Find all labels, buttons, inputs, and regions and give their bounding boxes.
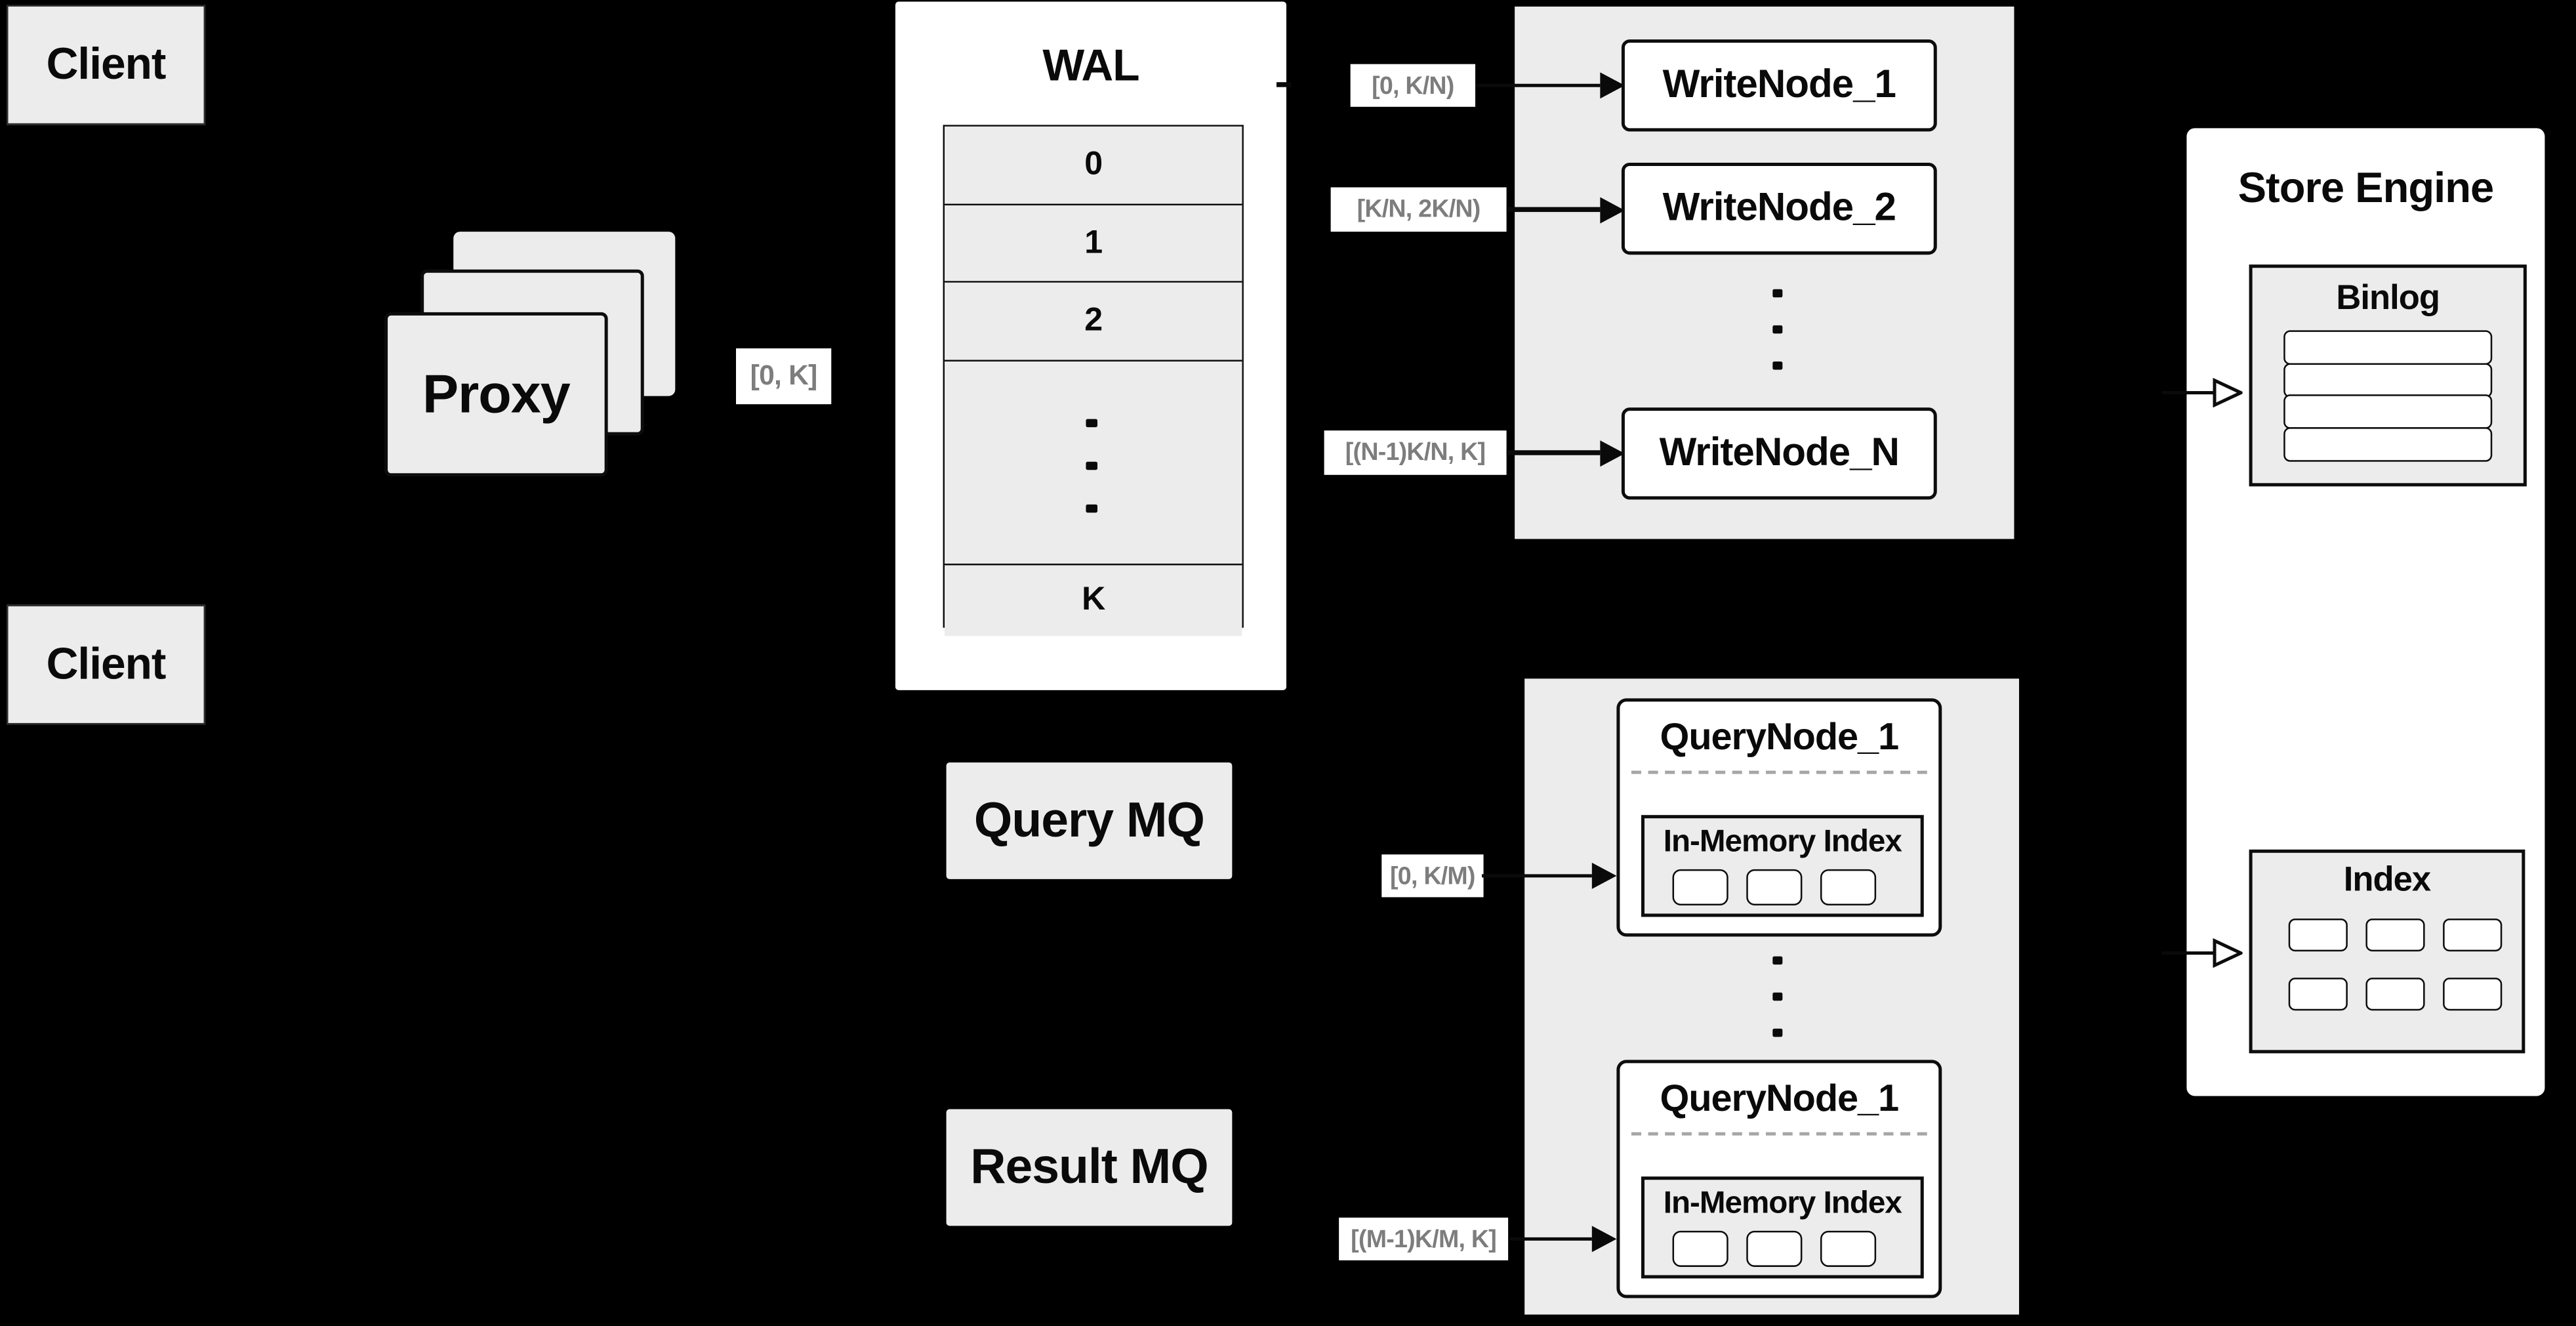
store-arrow-index-line (2161, 951, 2217, 955)
binlog-box: Binlog (2249, 264, 2527, 487)
query-mq-node: Query MQ (946, 762, 1233, 879)
memory-cell (1672, 1230, 1728, 1267)
query-ellipsis-dot (1772, 956, 1783, 965)
wal-segment-row-k: K (945, 565, 1242, 636)
query-arrow-1-head (1591, 862, 1617, 889)
wal-segment-row-1: 1 (945, 205, 1242, 283)
query-node-1-box: QueryNode_1 In-Memory Index (1616, 698, 1942, 937)
in-memory-index-title-2: In-Memory Index (1663, 1186, 1902, 1221)
query-node-1-title: QueryNode_1 (1660, 714, 1900, 757)
query-node-2-title: QueryNode_1 (1660, 1075, 1900, 1119)
write-arrow-1-head (1600, 72, 1625, 99)
client-top-node: Client (7, 5, 206, 125)
write-arrow-2-line (1506, 207, 1601, 212)
query-mq-label: Query MQ (973, 793, 1205, 848)
client-bottom-label: Client (46, 639, 167, 689)
write-range-chip-3: [(N-1)K/N, K] (1324, 430, 1507, 475)
binlog-title: Binlog (2336, 279, 2440, 318)
proxy-range-label: [0, K] (750, 360, 818, 392)
index-box: Index (2249, 849, 2525, 1054)
write-arrow-3-head (1600, 439, 1625, 466)
query-range-chip-2: [(M-1)K/M, K] (1339, 1217, 1509, 1260)
memory-cell (1820, 869, 1877, 905)
wal-out-tick (1276, 82, 1292, 87)
store-engine-title: Store Engine (2238, 161, 2495, 211)
store-arrow-binlog-line (2161, 390, 2217, 395)
query-node-2-divider (1631, 1132, 1927, 1136)
binlog-row (2283, 426, 2493, 461)
binlog-row (2283, 363, 2493, 398)
write-ellipsis-dot (1772, 325, 1783, 334)
store-arrow-index-head (2213, 938, 2243, 968)
index-cell (2288, 918, 2348, 952)
wal-segment-row-2: 2 (945, 282, 1242, 362)
memory-cell (1746, 1230, 1803, 1267)
index-cell (2288, 978, 2348, 1011)
write-range-chip-2: [K/N, 2K/N) (1330, 187, 1507, 232)
write-arrow-3-line (1506, 450, 1601, 455)
write-node-2: WriteNode_2 (1621, 162, 1937, 255)
write-ellipsis-dot (1772, 289, 1783, 298)
in-memory-index-title-1: In-Memory Index (1663, 825, 1902, 860)
index-cell (2443, 978, 2503, 1011)
binlog-row (2283, 331, 2493, 366)
index-cell (2365, 918, 2425, 952)
query-ellipsis (1772, 956, 1783, 1037)
client-bottom-node: Client (7, 604, 206, 725)
wal-segment-table: 0 1 2 K (943, 125, 1244, 636)
wal-ellipsis-dot (1086, 504, 1097, 513)
wal-segment-row-0: 0 (945, 126, 1242, 206)
wal-ellipsis-row (945, 361, 1242, 566)
query-arrow-2-head (1591, 1226, 1617, 1253)
query-ellipsis-dot (1772, 1028, 1783, 1037)
index-cell (2365, 978, 2425, 1011)
proxy-label: Proxy (422, 363, 571, 425)
in-memory-index-box-1: In-Memory Index (1641, 815, 1924, 917)
memory-cell (1746, 869, 1803, 905)
result-mq-label: Result MQ (970, 1139, 1209, 1194)
memory-cell (1820, 1230, 1877, 1267)
memory-cell (1672, 869, 1728, 905)
proxy-card-front: Proxy (384, 312, 608, 477)
write-ellipsis-dot (1772, 361, 1783, 370)
in-memory-index-box-2: In-Memory Index (1641, 1176, 1924, 1279)
index-cell (2443, 918, 2503, 952)
write-node-n: WriteNode_N (1621, 407, 1937, 500)
wal-title: WAL (1042, 40, 1139, 90)
binlog-row (2283, 394, 2493, 430)
store-arrow-binlog-head (2213, 378, 2243, 408)
write-arrow-2-head (1600, 196, 1625, 223)
write-ellipsis (1772, 289, 1783, 370)
proxy-range-chip: [0, K] (735, 348, 832, 405)
query-ellipsis-dot (1772, 992, 1783, 1001)
query-node-2-box: QueryNode_1 In-Memory Index (1616, 1060, 1942, 1298)
client-top-label: Client (46, 39, 167, 89)
result-mq-node: Result MQ (946, 1109, 1233, 1226)
wal-ellipsis-dot (1086, 419, 1097, 428)
query-range-chip-1: [0, K/M) (1381, 854, 1484, 898)
wal-ellipsis-dot (1086, 461, 1097, 470)
query-arrow-2-line (1508, 1237, 1592, 1241)
write-arrow-1-line (1475, 83, 1601, 88)
query-arrow-1-line (1482, 873, 1592, 879)
write-node-1: WriteNode_1 (1621, 39, 1937, 132)
index-title: Index (2343, 861, 2431, 899)
write-range-chip-1: [0, K/N) (1350, 64, 1476, 107)
query-node-1-divider (1631, 770, 1927, 774)
